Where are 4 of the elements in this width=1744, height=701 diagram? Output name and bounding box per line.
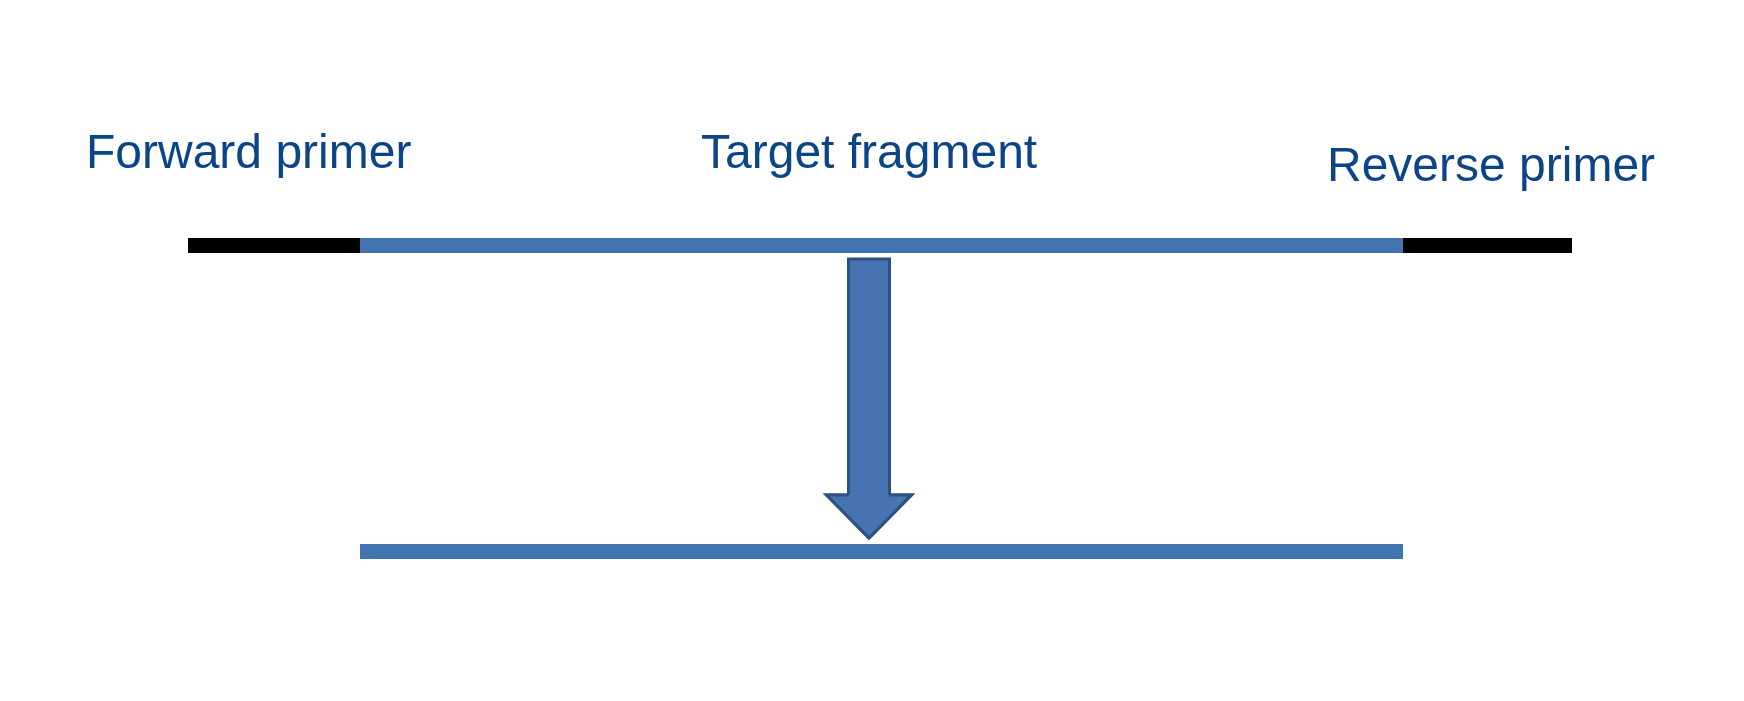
primer-label: Forward primer — [86, 124, 412, 180]
fragment-label: Target fragment — [701, 124, 1038, 180]
primer-label: Reverse primer — [1327, 137, 1656, 193]
block-arrow — [822, 257, 916, 540]
